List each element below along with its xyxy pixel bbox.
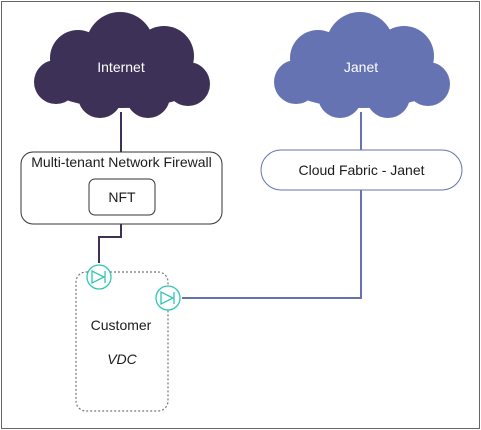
customer-label: Customer [91, 317, 152, 333]
cloud-fabric-label: Cloud Fabric - Janet [298, 162, 424, 178]
interface-icon [155, 285, 181, 311]
janet-cloud: Janet [274, 12, 450, 118]
vdc-container [75, 271, 169, 412]
janet-label: Janet [344, 59, 378, 75]
vdc-box: Customer VDC [75, 271, 169, 412]
internet-cloud: Internet [34, 12, 210, 118]
cloud-icon [274, 12, 450, 118]
nft-label: NFT [108, 189, 136, 205]
firewall-box: Multi-tenant Network Firewall NFT [20, 151, 223, 225]
nft-node [88, 178, 156, 216]
cloud-fabric-box: Cloud Fabric - Janet [260, 149, 463, 191]
cloud-icon [34, 12, 210, 118]
nft-to-vdc-link [98, 216, 122, 263]
firewall-title: Multi-tenant Network Firewall [31, 154, 212, 170]
fabric-to-vdc-link [182, 190, 362, 299]
cloud-fabric-node [260, 149, 463, 191]
vdc-label: VDC [107, 351, 137, 367]
internet-label: Internet [97, 59, 145, 75]
interface-icon [86, 264, 112, 290]
